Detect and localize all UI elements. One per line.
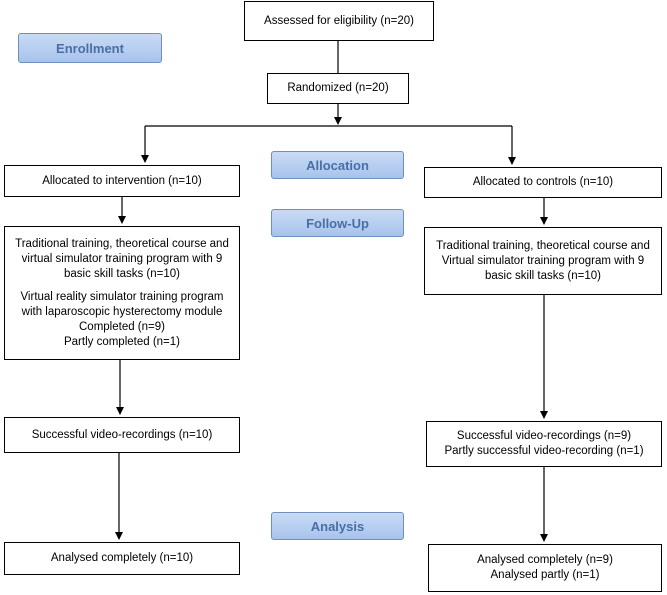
training-line: Virtual simulator training program with … xyxy=(441,254,645,267)
controls-training-box: Traditional training, theoretical course… xyxy=(424,227,662,295)
controls-video-box: Successful video-recordings (n=9) Partly… xyxy=(426,421,662,467)
stage-allocation: Allocation xyxy=(271,151,404,179)
stage-follow-up: Follow-Up xyxy=(271,209,404,237)
analysed-line: Analysed completely (n=9) xyxy=(477,554,613,566)
training-line: Traditional training, theoretical course… xyxy=(15,237,229,250)
controls-analysed-box: Analysed completely (n=9) Analysed partl… xyxy=(428,544,662,592)
eligibility-box: Assessed for eligibility (n=20) xyxy=(244,1,434,41)
intervention-allocated-box: Allocated to intervention (n=10) xyxy=(4,165,240,197)
stage-enrollment: Enrollment xyxy=(18,33,162,63)
intervention-training-box: Traditional training, theoretical course… xyxy=(4,226,240,360)
intervention-analysed-box: Analysed completely (n=10) xyxy=(4,542,240,575)
analysed-line: Analysed partly (n=1) xyxy=(490,569,600,581)
training-line: virtual simulator training program with … xyxy=(21,252,223,265)
video-line: Successful video-recordings (n=9) xyxy=(456,430,632,442)
vr-line: with laparoscopic hysterectomy module xyxy=(21,305,223,318)
stage-analysis: Analysis xyxy=(271,512,404,540)
training-line: Traditional training, theoretical course… xyxy=(436,239,650,252)
randomized-box: Randomized (n=20) xyxy=(267,73,409,104)
vr-line: Partly completed (n=1) xyxy=(63,335,180,348)
vr-line: Completed (n=9) xyxy=(79,320,165,333)
vr-line: Virtual reality simulator training progr… xyxy=(20,290,224,303)
controls-allocated-box: Allocated to controls (n=10) xyxy=(424,167,662,198)
training-line: basic skill tasks (n=10) xyxy=(485,269,601,282)
training-line: basic skill tasks (n=10) xyxy=(64,267,180,280)
intervention-video-box: Successful video-recordings (n=10) xyxy=(4,417,240,453)
video-line: Partly successful video-recording (n=1) xyxy=(444,445,644,457)
